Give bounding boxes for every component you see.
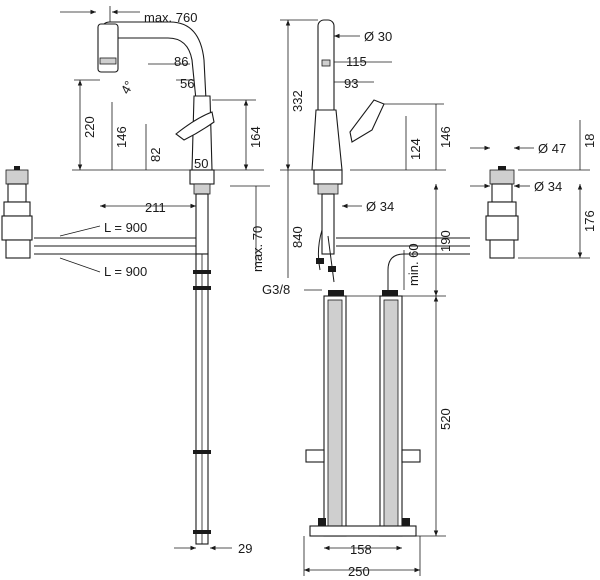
label-min60: min. 60 [406, 243, 421, 286]
valve-assembly-left [1, 166, 33, 259]
label-332: 332 [290, 90, 305, 112]
label-50: 50 [194, 156, 208, 171]
hose-loop [317, 229, 323, 271]
label-93: 93 [344, 76, 358, 91]
base-rosette [189, 169, 215, 185]
label-520: 520 [438, 408, 453, 430]
label-hose-length-top: L = 900 [104, 220, 147, 235]
label-176: 176 [582, 210, 597, 232]
label-d47: Ø 47 [538, 141, 566, 156]
label-d34-right: Ø 34 [534, 179, 562, 194]
label-max70: max. 70 [250, 226, 265, 272]
label-18: 18 [582, 134, 597, 148]
label-250: 250 [348, 564, 370, 579]
label-82: 82 [148, 148, 163, 162]
label-158: 158 [350, 542, 372, 557]
label-840: 840 [290, 226, 305, 248]
label-115: 115 [346, 54, 367, 69]
label-max-reach: max. 760 [144, 10, 197, 25]
bracket-left [305, 449, 325, 463]
label-86: 86 [174, 54, 188, 69]
spray-head [97, 23, 119, 73]
label-146-right: 146 [438, 126, 453, 148]
label-220: 220 [82, 116, 97, 138]
label-angle: 4° [118, 78, 137, 96]
label-d30: Ø 30 [364, 29, 392, 44]
valve-assembly-right [485, 166, 519, 259]
sink-cabinet [305, 290, 421, 537]
label-190: 190 [438, 230, 453, 252]
label-56: 56 [180, 76, 194, 91]
label-164: 164 [248, 126, 263, 148]
label-g38: G3/8 [262, 282, 290, 297]
lever-front [349, 99, 385, 143]
dimensions-right: Ø 47 18 Ø 34 176 [470, 120, 597, 259]
dimensions-middle: 332 Ø 30 115 93 124 146 840 Ø 34 G3/8 mi… [262, 19, 453, 579]
label-211: 211 [145, 200, 166, 215]
bracket-right [401, 449, 421, 463]
faucet-side-view [1, 21, 215, 545]
label-d34-mid: Ø 34 [366, 199, 394, 214]
label-29: 29 [238, 541, 252, 556]
label-146-left: 146 [114, 126, 129, 148]
body-front [311, 109, 343, 171]
lever [175, 111, 215, 141]
label-hose-length-bottom: L = 900 [104, 264, 147, 279]
label-124: 124 [408, 138, 423, 160]
faucet-front-view [305, 19, 470, 537]
hose-connectors [193, 270, 211, 534]
dimensions-left: max. 760 86 56 4° 220 146 82 164 50 211 … [59, 6, 270, 556]
